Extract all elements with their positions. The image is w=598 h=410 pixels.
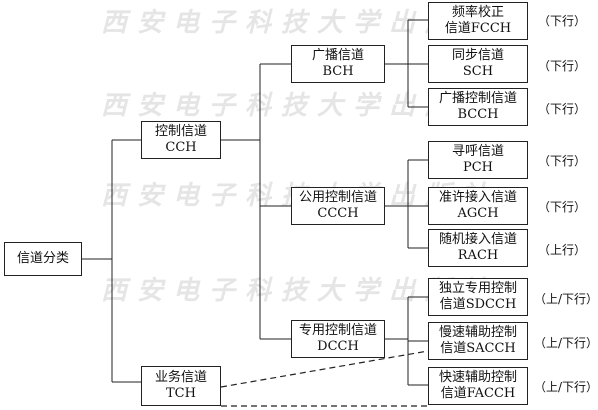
leaf-line2: 信道SACCH	[440, 341, 516, 356]
leaf-agch-box: 准许接入信道 AGCH	[428, 187, 528, 225]
dcch-abbr: DCCH	[317, 339, 359, 354]
direction-label: （下行）	[538, 59, 587, 73]
leaf-line1: 准许接入信道	[438, 190, 517, 205]
leaf-sdcch-box: 独立专用控制 信道SDCCH	[428, 278, 528, 316]
leaf-line2: SCH	[462, 64, 494, 79]
dcch-box: 专用控制信道 DCCH	[291, 320, 385, 358]
control-channel-name: 控制信道	[154, 124, 207, 139]
leaf-line1: 随机接入信道	[438, 232, 517, 247]
leaf-line1: 独立专用控制	[438, 281, 517, 296]
leaf-bcch-box: 广播控制信道 BCCH	[428, 88, 528, 126]
direction-label: （下行）	[538, 200, 587, 214]
dashed-connector-line	[220, 350, 429, 388]
leaf-line2: RACH	[457, 248, 499, 263]
traffic-channel-abbr: TCH	[166, 386, 196, 401]
leaf-facch-box: 快速辅助控制 信道FACCH	[428, 367, 528, 405]
direction-label: （上/下行）	[534, 292, 598, 306]
leaf-rach-box: 随机接入信道 RACH	[428, 229, 528, 267]
traffic-channel-name: 业务信道	[154, 370, 207, 385]
control-channel-box: 控制信道 CCH	[141, 121, 221, 159]
direction-label: （上/下行）	[534, 336, 598, 350]
bch-name: 广播信道	[311, 48, 364, 63]
dcch-name: 专用控制信道	[298, 323, 377, 338]
leaf-fcch-box: 频率校正 信道FCCH	[428, 2, 528, 40]
leaf-line2: PCH	[462, 160, 494, 175]
ccch-abbr: CCCH	[317, 206, 359, 221]
leaf-line1: 同步信道	[451, 48, 504, 63]
leaf-line1: 广播控制信道	[438, 91, 517, 106]
leaf-line2: AGCH	[457, 206, 499, 221]
direction-label: （下行）	[538, 14, 587, 28]
direction-label: （下行）	[538, 102, 587, 116]
control-channel-abbr: CCH	[165, 140, 197, 155]
direction-label: （下行）	[538, 154, 587, 168]
leaf-line2: 信道FACCH	[440, 386, 516, 401]
ccch-name: 公用控制信道	[298, 190, 377, 205]
ccch-box: 公用控制信道 CCCH	[291, 187, 385, 225]
leaf-sch-box: 同步信道 SCH	[428, 45, 528, 83]
leaf-line1: 频率校正	[451, 5, 504, 20]
leaf-line2: BCCH	[457, 107, 499, 122]
bch-box: 广播信道 BCH	[291, 45, 385, 83]
root-node-label: 信道分类	[16, 251, 69, 266]
leaf-line1: 快速辅助控制	[438, 370, 517, 385]
direction-label: （上行）	[538, 243, 587, 257]
leaf-line1: 慢速辅助控制	[438, 325, 517, 340]
leaf-sacch-box: 慢速辅助控制 信道SACCH	[428, 322, 528, 360]
leaf-line1: 寻呼信道	[451, 144, 504, 159]
leaf-line2: 信道SDCCH	[439, 297, 517, 312]
root-node-box: 信道分类	[4, 242, 82, 276]
traffic-channel-box: 业务信道 TCH	[141, 366, 221, 406]
leaf-pch-box: 寻呼信道 PCH	[428, 141, 528, 179]
leaf-line2: 信道FCCH	[444, 21, 512, 36]
bch-abbr: BCH	[322, 64, 354, 79]
direction-label: （上/下行）	[534, 380, 598, 394]
